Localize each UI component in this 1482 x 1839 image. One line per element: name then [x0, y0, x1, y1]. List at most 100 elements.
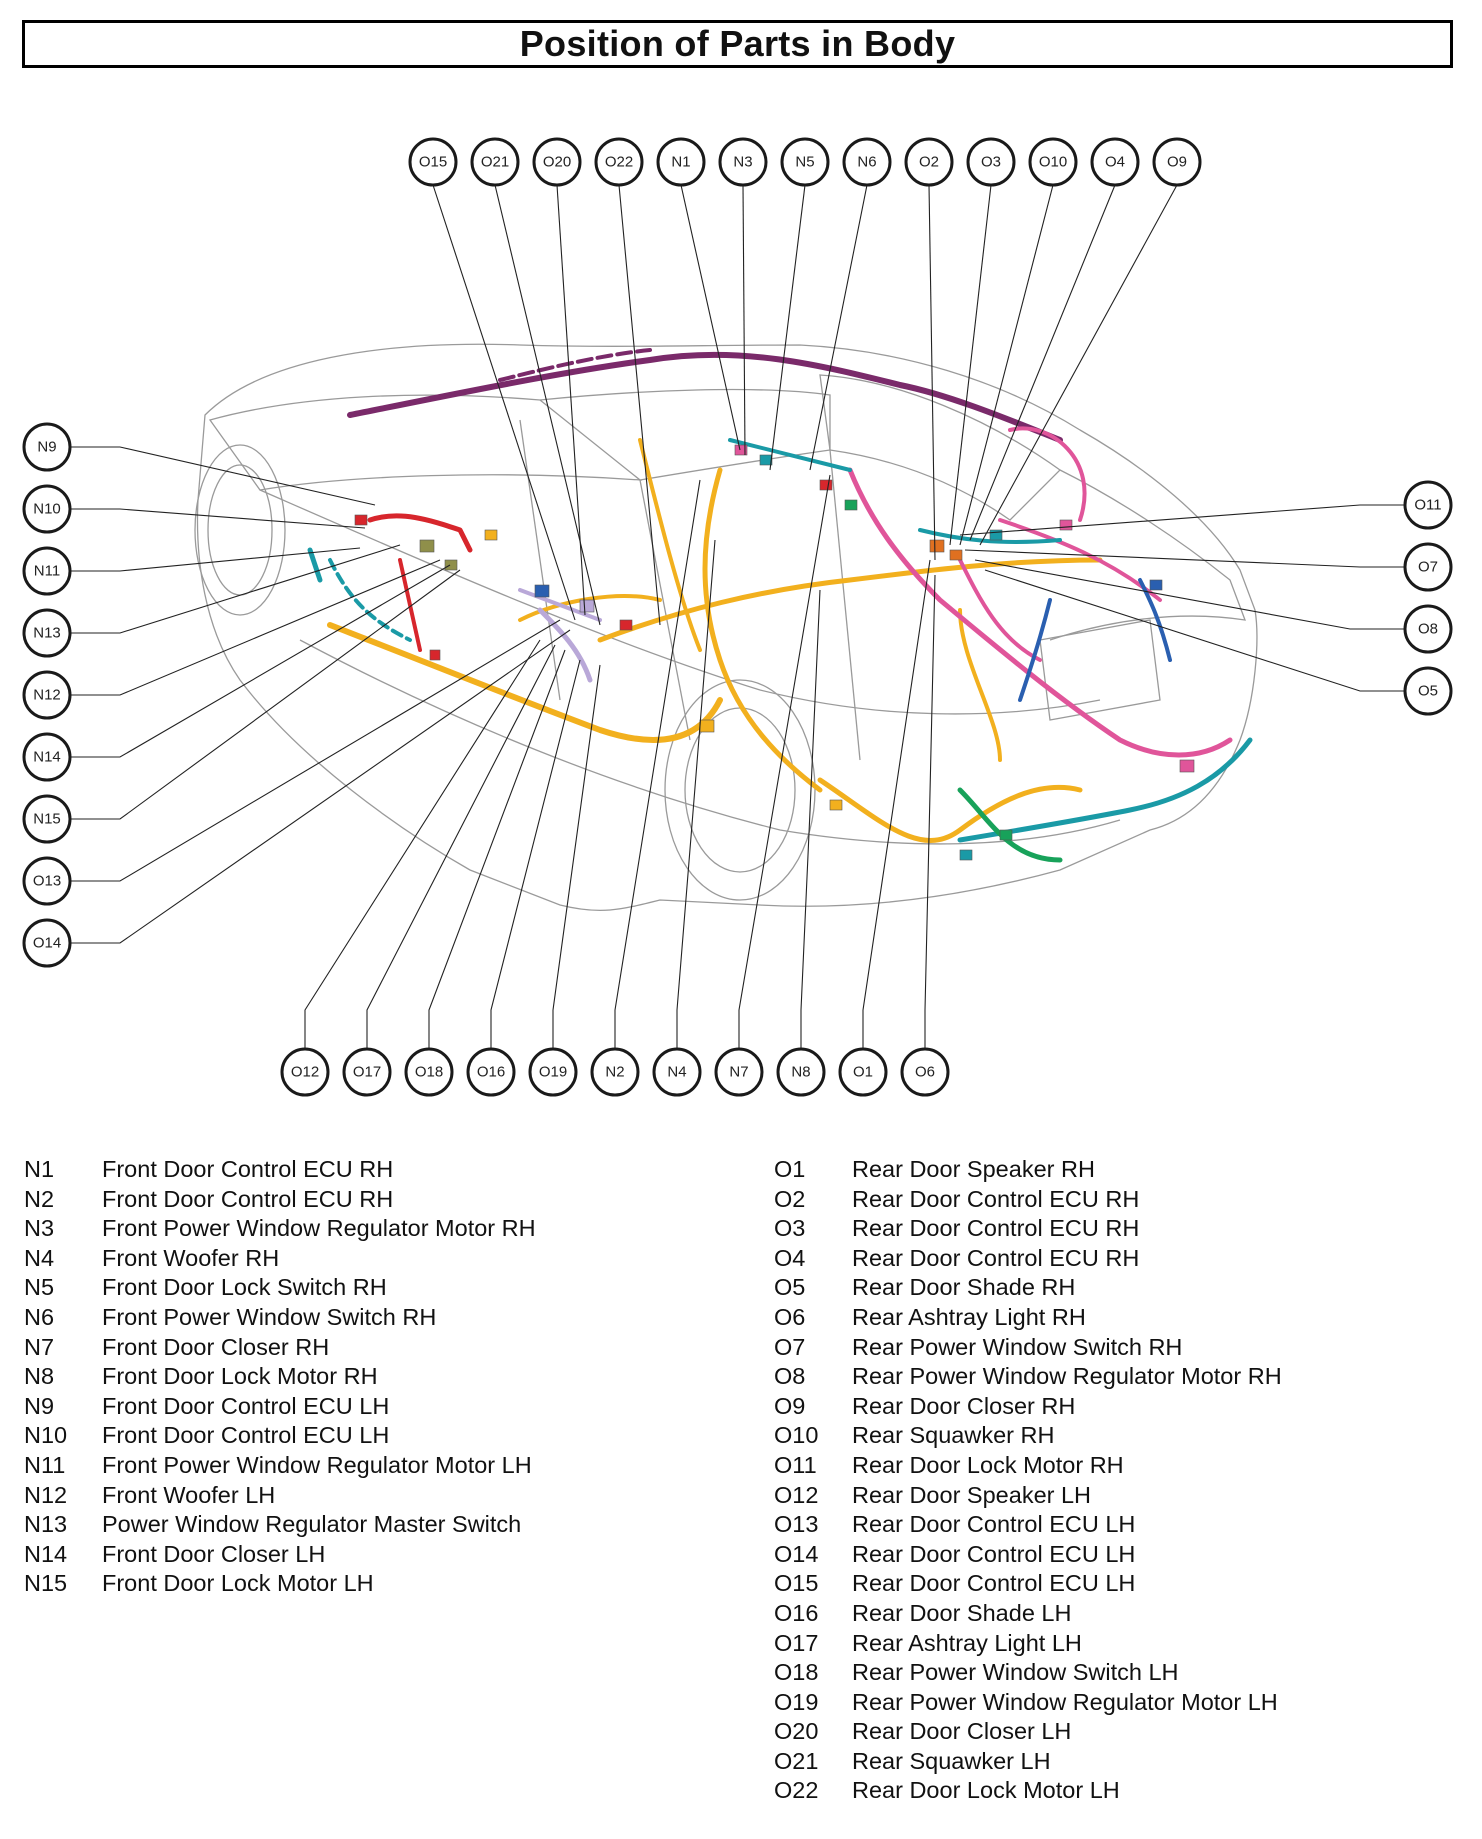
callout-label: N10 [33, 501, 61, 518]
callout-label: O7 [1418, 559, 1438, 576]
legend-part-name: Rear Door Control ECU LH [852, 1570, 1136, 1597]
legend-row: N5 Front Door Lock Switch RH [24, 1273, 536, 1303]
callout-O22: O22 [594, 137, 644, 187]
callouts-right: O11 O7 O8 O5 [1403, 480, 1453, 716]
callout-O19: O19 [528, 1047, 578, 1097]
callout-label: O1 [853, 1064, 873, 1081]
legend-code: O19 [774, 1688, 819, 1715]
legend-code: O7 [774, 1333, 806, 1360]
body-parts-diagram: O15 O21 O20 O22 N1 N3 N5 N6 O2 O3 O10 O4… [22, 137, 1453, 1097]
callout-label: O10 [1039, 154, 1067, 171]
legend-code: N10 [24, 1422, 68, 1449]
legend-code: O21 [774, 1747, 819, 1774]
callout-label: O20 [543, 154, 571, 171]
legend-part-name: Rear Door Control ECU RH [852, 1244, 1140, 1271]
callout-N4: N4 [652, 1047, 702, 1097]
legend-row: O17 Rear Ashtray Light LH [774, 1629, 1282, 1659]
legend-code: N9 [24, 1392, 55, 1419]
callout-label: O14 [33, 935, 61, 952]
legend-code: O6 [774, 1303, 806, 1330]
legend-part-name: Front Door Control ECU LH [102, 1392, 390, 1419]
legend-part-name: Rear Door Lock Motor LH [852, 1777, 1120, 1804]
legend-code: O17 [774, 1629, 819, 1656]
legend-code: N5 [24, 1274, 55, 1301]
callout-label: N14 [33, 749, 61, 766]
legend-part-name: Front Door Lock Switch RH [102, 1274, 387, 1301]
legend-part-name: Front Power Window Switch RH [102, 1303, 437, 1330]
legend-code: O11 [774, 1451, 817, 1478]
legend-part-name: Rear Power Window Regulator Motor RH [852, 1363, 1282, 1390]
callout-label: O3 [981, 154, 1001, 171]
legend-code: N6 [24, 1303, 55, 1330]
callout-O1: O1 [838, 1047, 888, 1097]
legend-code: O14 [774, 1540, 819, 1567]
callout-label: O22 [605, 154, 633, 171]
legend-part-name: Rear Power Window Switch LH [852, 1659, 1179, 1686]
legend-code: N4 [24, 1244, 55, 1271]
legend-row: N4 Front Woofer RH [24, 1244, 536, 1274]
legend-code: O4 [774, 1244, 806, 1271]
legend-part-name: Rear Door Shade RH [852, 1274, 1076, 1301]
callout-label: N6 [857, 154, 876, 171]
legend-code: O2 [774, 1185, 806, 1212]
callout-label: N2 [605, 1064, 624, 1081]
callout-label: N7 [729, 1064, 748, 1081]
legend-part-name: Rear Door Closer LH [852, 1718, 1072, 1745]
legend-code: N14 [24, 1540, 68, 1567]
legend-part-name: Rear Squawker LH [852, 1747, 1051, 1774]
callout-N11: N11 [22, 546, 72, 596]
callout-label: O16 [477, 1064, 505, 1081]
leader-lines [69, 184, 1406, 1049]
callout-N7: N7 [714, 1047, 764, 1097]
legend-code: N15 [24, 1570, 68, 1597]
legend-part-name: Front Power Window Regulator Motor LH [102, 1451, 532, 1478]
callout-label: O9 [1167, 154, 1187, 171]
callout-O4: O4 [1090, 137, 1140, 187]
legend-part-name: Front Door Lock Motor RH [102, 1363, 378, 1390]
legend-code: O3 [774, 1215, 806, 1242]
callout-label: N5 [795, 154, 814, 171]
legend-part-name: Rear Door Shade LH [852, 1599, 1072, 1626]
legend-part-name: Rear Ashtray Light LH [852, 1629, 1082, 1656]
legend-code: O13 [774, 1511, 819, 1538]
callout-label: O18 [415, 1064, 443, 1081]
callout-O9: O9 [1152, 137, 1202, 187]
callout-label: N12 [33, 687, 61, 704]
connector-blocks [354, 444, 1195, 861]
callout-label: O5 [1418, 683, 1438, 700]
callout-label: N1 [671, 154, 690, 171]
legend-code: O12 [774, 1481, 819, 1508]
legend-row: O11 Rear Door Lock Motor RH [774, 1451, 1282, 1481]
callout-N9: N9 [22, 422, 72, 472]
callout-O5: O5 [1403, 666, 1453, 716]
legend-row: N9 Front Door Control ECU LH [24, 1392, 536, 1422]
callout-N12: N12 [22, 670, 72, 720]
legend-part-name: Rear Door Lock Motor RH [852, 1451, 1124, 1478]
callouts-top: O15 O21 O20 O22 N1 N3 N5 N6 O2 O3 O10 O4… [408, 137, 1202, 187]
callout-N15: N15 [22, 794, 72, 844]
legend-part-name: Front Door Closer RH [102, 1333, 330, 1360]
legend-part-name: Rear Squawker RH [852, 1422, 1055, 1449]
callout-O17: O17 [342, 1047, 392, 1097]
callout-O3: O3 [966, 137, 1016, 187]
callout-N13: N13 [22, 608, 72, 658]
legend-part-name: Rear Door Control ECU LH [852, 1511, 1136, 1538]
callout-N1: N1 [656, 137, 706, 187]
legend-part-name: Front Woofer RH [102, 1244, 280, 1271]
callout-O2: O2 [904, 137, 954, 187]
